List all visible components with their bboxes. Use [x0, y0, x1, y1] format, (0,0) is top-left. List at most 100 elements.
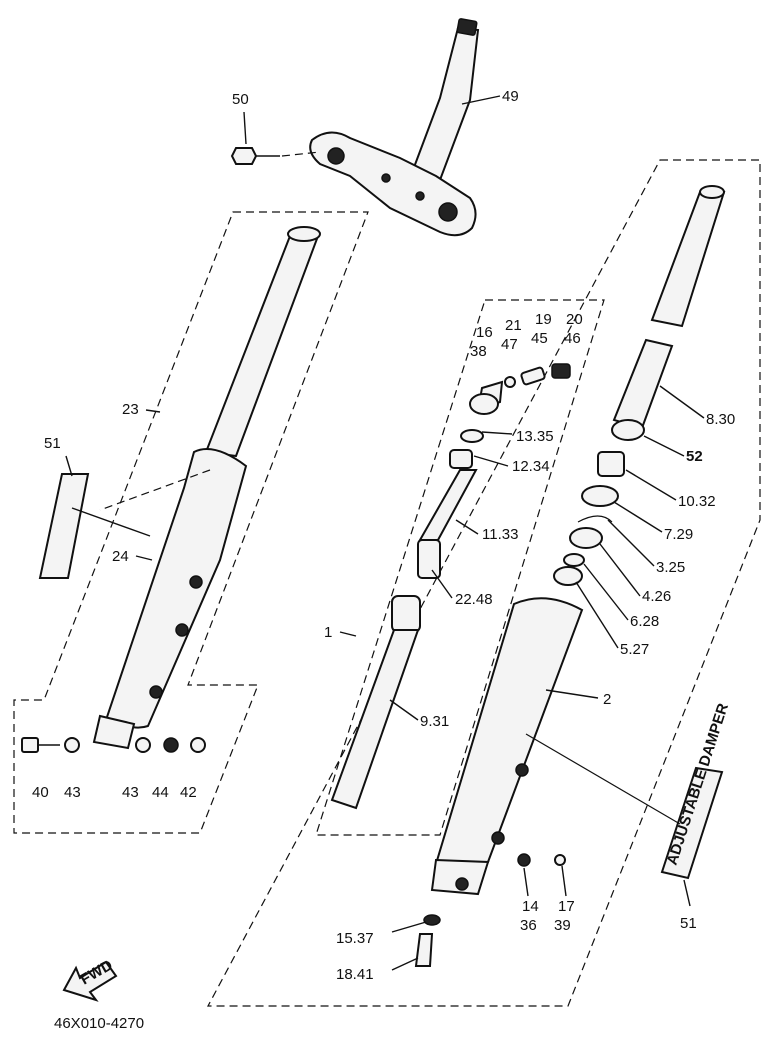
inner-tube-8-lower — [612, 338, 674, 430]
gasket-15 — [423, 914, 441, 926]
callout-47: 47 — [501, 336, 518, 353]
callout-5-27: 5.27 — [620, 641, 649, 658]
callout-12-34: 12.34 — [512, 458, 550, 475]
cylinder-9 — [330, 629, 420, 810]
spacer-12 — [449, 449, 473, 469]
leader-24 — [135, 555, 153, 561]
callout-14: 14 — [522, 898, 539, 915]
callout-1: 1 — [324, 624, 332, 641]
callout-22-48: 22.48 — [455, 591, 493, 608]
callout-42: 42 — [180, 784, 197, 801]
leader-11-33 — [455, 519, 479, 535]
washer-6 — [563, 553, 585, 567]
seal-4 — [569, 527, 603, 549]
leader-12-34 — [473, 455, 509, 467]
callout-13-35: 13.35 — [516, 428, 554, 445]
leader-22-48 — [431, 569, 453, 599]
leader-52 — [643, 435, 685, 457]
spring-9-top — [391, 595, 421, 633]
callout-46: 46 — [564, 330, 581, 347]
callout-18-41: 18.41 — [336, 966, 374, 983]
pinch-bolt-50 — [230, 147, 258, 165]
oil-seal-52 — [611, 419, 645, 441]
callout-15-37: 15.37 — [336, 930, 374, 947]
callout-11-33: 11.33 — [482, 526, 518, 543]
stem-nut — [456, 18, 478, 36]
callout-43-left: 43 — [64, 784, 81, 801]
leader-15-37 — [391, 921, 427, 933]
bushing-10 — [597, 451, 625, 477]
left-sticker-leader — [71, 507, 151, 537]
callout-51-left: 51 — [44, 435, 61, 452]
callout-4-26: 4.26 — [642, 588, 671, 605]
outer-tube-2-boss-2 — [491, 831, 505, 845]
left-sticker-guide — [99, 469, 211, 511]
leader-49 — [461, 95, 501, 105]
clip-3 — [577, 515, 613, 523]
bolt-17 — [554, 854, 566, 866]
left-sticker-51 — [38, 473, 90, 579]
washer-43-left — [64, 737, 80, 753]
outer-tube-24-boss-3 — [149, 685, 163, 699]
outer-tube-24-axle-foot — [92, 714, 136, 750]
callout-44: 44 — [152, 784, 169, 801]
leader-7-29 — [613, 501, 663, 533]
callout-6-28: 6.28 — [630, 613, 659, 630]
nut-44 — [163, 737, 179, 753]
ring-13 — [460, 429, 484, 443]
right-fork-assembly — [414, 185, 726, 967]
leader-50 — [243, 111, 247, 145]
outer-tube-2-foot — [430, 858, 490, 896]
damper-cap-16-base — [469, 393, 499, 415]
bolt-18 — [414, 933, 434, 967]
pinch-bolt-50-guide — [281, 151, 321, 157]
callout-39: 39 — [554, 917, 571, 934]
bracket-hole-left — [327, 147, 345, 165]
callout-20: 20 — [566, 311, 583, 328]
leader-lines — [65, 95, 705, 971]
leader-9-31 — [389, 699, 419, 721]
bracket-hole-right — [438, 202, 458, 222]
right-sticker-51 — [660, 766, 724, 880]
leader-51a — [65, 455, 73, 477]
leader-8-30 — [659, 385, 705, 419]
callout-36: 36 — [520, 917, 537, 934]
outer-tube-24-boss-1 — [189, 575, 203, 589]
callout-49: 49 — [502, 88, 519, 105]
callout-23: 23 — [122, 401, 139, 418]
callout-21: 21 — [505, 317, 522, 334]
inner-tube-8-top — [699, 185, 725, 199]
cap-42 — [190, 737, 206, 753]
adjuster-45 — [520, 366, 546, 386]
outer-tube-2-axle-hole — [455, 877, 469, 891]
forward-arrow: FWD — [62, 957, 118, 1002]
leader-17-39 — [561, 865, 567, 897]
bracket-pinch-hole-1 — [381, 173, 391, 183]
callout-52: 52 — [686, 448, 703, 465]
callout-labels: 50 49 23 51 24 40 43 43 44 42 16 38 21 4… — [32, 88, 735, 983]
leader-5-27 — [575, 581, 619, 649]
callout-3-25: 3.25 — [656, 559, 685, 576]
leader-10-32 — [625, 469, 677, 501]
outer-tube-24-boss-2 — [175, 623, 189, 637]
leader-18-41 — [391, 957, 419, 971]
diagram-code: 46X010-4270 — [54, 1015, 144, 1032]
callout-51-right: 51 — [680, 915, 697, 932]
leader-14-36 — [523, 867, 529, 897]
left-fork-assembly — [21, 226, 321, 753]
washer-14 — [517, 853, 531, 867]
adjuster-screw-20 — [551, 363, 571, 379]
callout-43-right: 43 — [122, 784, 139, 801]
bracket-pinch-hole-2 — [415, 191, 425, 201]
steering-stem-shaft — [408, 26, 480, 182]
leader-51b — [683, 879, 691, 907]
dust-seal-7 — [581, 485, 619, 507]
leader-23 — [145, 409, 161, 413]
leader-2 — [545, 689, 599, 699]
callout-10-32: 10.32 — [678, 493, 716, 510]
callout-16: 16 — [476, 324, 493, 341]
callout-45: 45 — [531, 330, 548, 347]
inner-tube-23-top — [287, 226, 321, 242]
callout-17: 17 — [558, 898, 575, 915]
